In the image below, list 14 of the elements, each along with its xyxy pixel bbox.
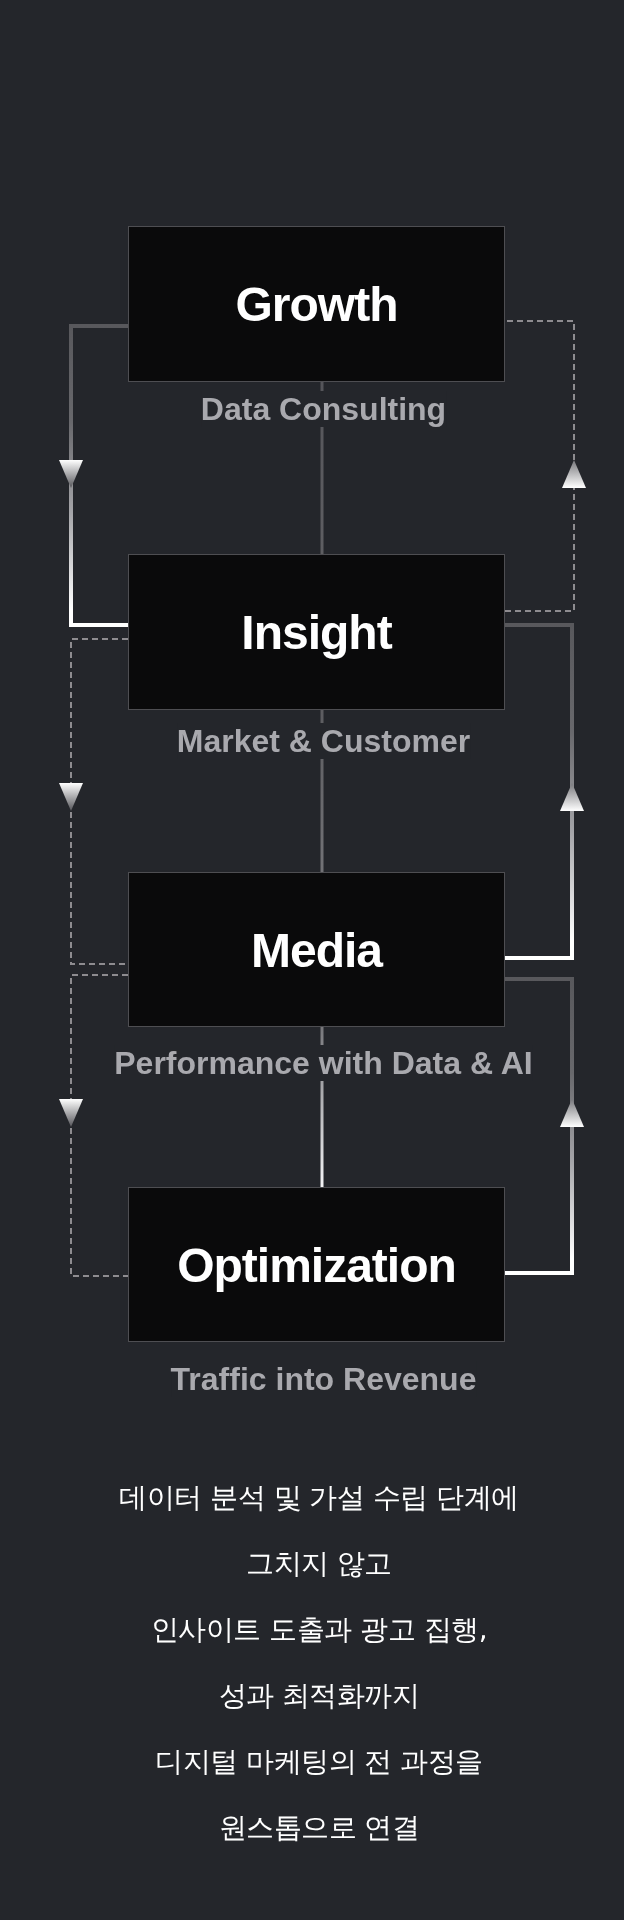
- stage-caption: Performance with Data & AI: [114, 1045, 533, 1081]
- arrow: [59, 638, 129, 965]
- arrow: [59, 974, 129, 1277]
- description-text: 데이터 분석 및 가설 수립 단계에 그치지 않고 인사이트 도출과 광고 집행, 성과 최적화까지 디지털 마케팅의 전 과정을 원스톱으로 연결: [119, 1480, 519, 1846]
- arrow: [505, 623, 584, 960]
- stage-title: Optimization: [177, 1238, 456, 1293]
- arrow: [59, 324, 128, 627]
- arrow: [504, 320, 586, 612]
- stage-title: Insight: [241, 606, 392, 660]
- stage-caption: Data Consulting: [200, 391, 447, 427]
- stage-title: Growth: [235, 278, 398, 332]
- arrow: [505, 977, 584, 1275]
- stage-caption: Market & Customer: [176, 723, 471, 759]
- stage-title: Media: [251, 923, 382, 978]
